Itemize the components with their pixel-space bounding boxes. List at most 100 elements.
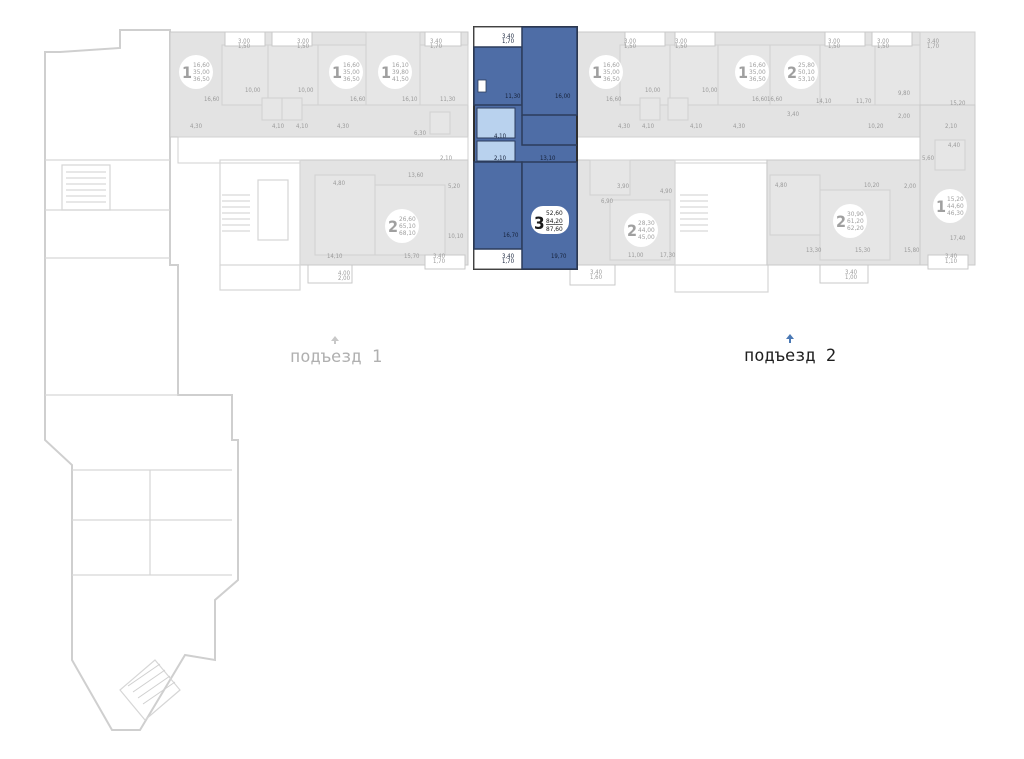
badge-area: 36,50 bbox=[343, 75, 360, 83]
room-labels: 3,001,503,001,503,401,7016,6010,0016,601… bbox=[190, 38, 966, 282]
room-area-label: 16,60 bbox=[350, 96, 366, 103]
room-area-label: 10,00 bbox=[298, 87, 314, 94]
room-area-label: 1,50 bbox=[238, 43, 251, 50]
room-area-label: 5,20 bbox=[448, 183, 461, 190]
room-area-label: 4,90 bbox=[660, 188, 673, 195]
badge-rooms: 2 bbox=[836, 212, 846, 231]
badge-rooms: 1 bbox=[182, 63, 192, 82]
room-area-label: 1,50 bbox=[624, 43, 637, 50]
selected-room-area: 3,40 bbox=[502, 33, 515, 40]
room-area-label: 16,60 bbox=[767, 96, 783, 103]
badge-circle bbox=[735, 55, 769, 89]
badge-rooms: 1 bbox=[332, 63, 342, 82]
badge-area: 50,10 bbox=[798, 68, 815, 76]
room-area-label: 11,00 bbox=[628, 252, 644, 259]
room-area-label: 1,70 bbox=[430, 43, 443, 50]
badge-area: 26,60 bbox=[399, 215, 416, 223]
room-area-label: 13,30 bbox=[806, 247, 822, 254]
entrance1-stairs bbox=[222, 194, 250, 232]
badge-area: 16,60 bbox=[343, 61, 360, 69]
entrance2-arrow-icon bbox=[786, 334, 794, 339]
room-area-label: 17,40 bbox=[950, 235, 966, 242]
room-area-label: 4,30 bbox=[618, 123, 631, 130]
badge-area: 35,00 bbox=[343, 68, 360, 76]
room-area-label: 4,10 bbox=[272, 123, 285, 130]
room-area-label: 4,40 bbox=[948, 142, 961, 149]
room-area-label: 3,00 bbox=[238, 38, 251, 45]
badge-rooms: 1 bbox=[738, 63, 748, 82]
entrance2-text: подъезд 2 bbox=[744, 346, 836, 366]
room-area-label: 11,70 bbox=[856, 98, 872, 105]
badge-area: 36,50 bbox=[193, 75, 210, 83]
badge-area: 28,30 bbox=[638, 219, 655, 227]
entrance2-block bbox=[559, 31, 976, 293]
badge-area: 16,60 bbox=[193, 61, 210, 69]
badge-area: 44,00 bbox=[638, 226, 655, 234]
badge-area: 46,30 bbox=[947, 209, 964, 217]
room-area-label: 3,40 bbox=[433, 253, 446, 260]
entrance2-stairs bbox=[680, 194, 708, 232]
selected-room-area: 11,30 bbox=[505, 93, 521, 100]
room-area-label: 4,30 bbox=[733, 123, 746, 130]
room-area-label: 1,10 bbox=[945, 258, 958, 265]
room-area-label: 1,60 bbox=[590, 274, 603, 281]
room-area-label: 1,00 bbox=[845, 274, 858, 281]
selected-room-area: 4,10 bbox=[494, 133, 507, 140]
badge-rooms: 2 bbox=[787, 63, 797, 82]
room-area-label: 3,90 bbox=[617, 183, 630, 190]
room-area-label: 14,10 bbox=[327, 253, 343, 260]
room-area-label: 3,00 bbox=[877, 38, 890, 45]
room-area-label: 9,80 bbox=[898, 90, 911, 97]
room-area-label: 15,80 bbox=[904, 247, 920, 254]
room-area-label: 3,40 bbox=[787, 111, 800, 118]
selected-room-area: 3,40 bbox=[502, 253, 515, 260]
room-area-label: 4,00 bbox=[338, 270, 351, 277]
room-area-label: 13,60 bbox=[408, 172, 424, 179]
badge-area: 45,00 bbox=[638, 233, 655, 241]
badge-area: 35,00 bbox=[193, 68, 210, 76]
badge-area: 53,10 bbox=[798, 75, 815, 83]
badge-circle bbox=[589, 55, 623, 89]
room-area-label: 10,10 bbox=[448, 233, 464, 240]
room-area-label: 14,10 bbox=[816, 98, 832, 105]
room-area-label: 2,00 bbox=[898, 113, 911, 120]
room-area-label: 10,00 bbox=[245, 87, 261, 94]
selected-room-area: 16,00 bbox=[555, 93, 571, 100]
badge-circle bbox=[933, 189, 967, 223]
badge-circle bbox=[378, 55, 412, 89]
entrance1-text: подъезд 1 bbox=[290, 347, 382, 367]
badge-area: 39,80 bbox=[392, 68, 409, 76]
selected-apartment-badge[interactable]: 3 52,60 84,20 87,60 bbox=[531, 206, 569, 234]
selected-area-living: 52,60 bbox=[546, 209, 563, 217]
entrance1-arrow-icon bbox=[331, 336, 339, 341]
badge-area: 44,60 bbox=[947, 202, 964, 210]
selected-room-area: 1,70 bbox=[502, 38, 515, 45]
selected-room-area: 13,10 bbox=[540, 155, 556, 162]
room-area-label: 16,10 bbox=[402, 96, 418, 103]
room-area-label: 3,00 bbox=[624, 38, 637, 45]
badge-area: 16,60 bbox=[749, 61, 766, 69]
room-area-label: 6,90 bbox=[601, 198, 614, 205]
badge-circle bbox=[624, 213, 658, 247]
room-area-label: 11,30 bbox=[440, 96, 456, 103]
badge-area: 16,60 bbox=[603, 61, 620, 69]
room-area-label: 1,50 bbox=[828, 43, 841, 50]
selected-room-area: 16,70 bbox=[503, 232, 519, 239]
badge-rooms: 1 bbox=[381, 63, 391, 82]
room-area-label: 3,00 bbox=[828, 38, 841, 45]
selected-room-area: 1,70 bbox=[502, 258, 515, 265]
selected-rooms: 3 bbox=[534, 214, 545, 234]
room-area-label: 4,10 bbox=[690, 123, 703, 130]
